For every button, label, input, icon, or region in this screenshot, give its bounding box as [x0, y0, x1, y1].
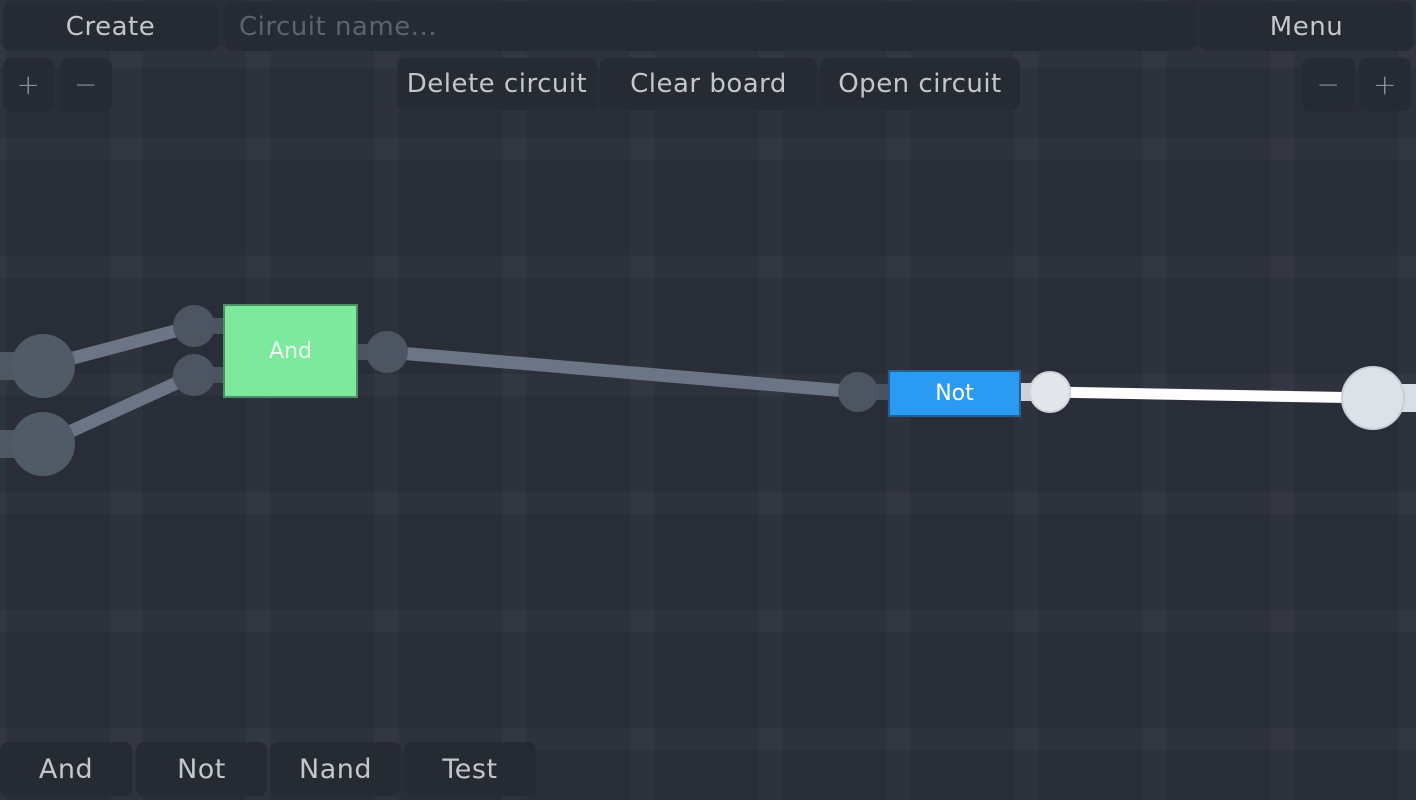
and-gate[interactable]: And	[223, 304, 358, 398]
and-input-node-1[interactable]	[173, 305, 215, 347]
and-output-node[interactable]	[366, 331, 408, 373]
input-pin-stub-2[interactable]	[0, 430, 44, 458]
input-node-2[interactable]	[11, 412, 75, 476]
output-node[interactable]	[1341, 366, 1405, 430]
not-output-node[interactable]	[1029, 371, 1071, 413]
not-input-node[interactable]	[838, 372, 878, 412]
palette-item-and[interactable]: And	[0, 742, 132, 796]
wire-input2-to-and[interactable]	[40, 369, 197, 450]
circuit-name-input[interactable]	[225, 2, 1196, 51]
palette-item-not[interactable]: Not	[136, 742, 267, 796]
create-button[interactable]: Create	[3, 2, 218, 51]
not-output-connector	[1020, 383, 1051, 401]
not-gate-label: Not	[935, 381, 974, 406]
and-input1-connector	[194, 318, 224, 334]
input-node-1[interactable]	[11, 334, 75, 398]
zoom-in-button-left[interactable]: +	[3, 58, 54, 111]
wire-input1-to-and[interactable]	[41, 319, 196, 373]
and-output-connector	[358, 344, 388, 360]
and-input2-connector	[194, 367, 224, 383]
and-input-node-2[interactable]	[173, 354, 215, 396]
output-pin-stub[interactable]	[1373, 384, 1416, 412]
delete-circuit-button[interactable]: Delete circuit	[397, 58, 597, 110]
input-pin-stub-1[interactable]	[0, 352, 44, 380]
palette-item-test[interactable]: Test	[404, 742, 536, 796]
clear-board-button[interactable]: Clear board	[600, 58, 817, 110]
wire-not-to-output[interactable]	[1049, 386, 1374, 404]
palette-item-nand[interactable]: Nand	[270, 742, 401, 796]
zoom-in-button-right[interactable]: +	[1359, 58, 1411, 111]
not-gate[interactable]: Not	[888, 370, 1021, 417]
wire-and-to-not[interactable]	[386, 345, 859, 399]
and-gate-label: And	[269, 338, 312, 364]
zoom-out-button-left[interactable]: −	[60, 58, 112, 111]
open-circuit-button[interactable]: Open circuit	[820, 58, 1020, 110]
menu-button[interactable]: Menu	[1200, 2, 1413, 51]
zoom-out-button-right[interactable]: −	[1302, 58, 1355, 111]
not-input-connector	[858, 384, 889, 400]
